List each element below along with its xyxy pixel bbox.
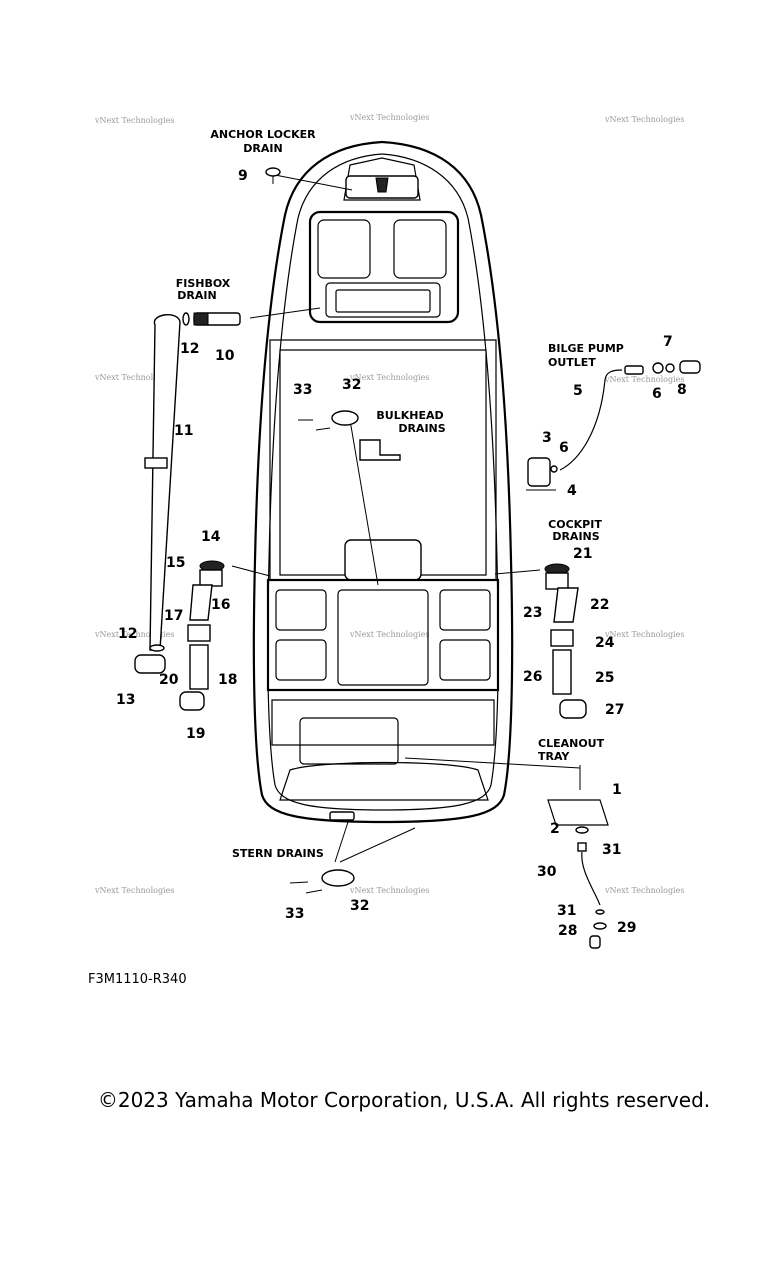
- part-number: 23: [523, 605, 542, 621]
- part-number: 28: [558, 923, 577, 939]
- part-number: 30: [537, 864, 557, 880]
- part-number: 21: [573, 546, 592, 562]
- part-number: 10: [215, 348, 235, 364]
- cleanout-tray-label: TRAY: [538, 750, 570, 763]
- part-number: 18: [218, 672, 237, 688]
- part-number: 11: [174, 423, 193, 439]
- part-9-screw: [265, 167, 281, 184]
- fishbox-drain-label: FISHBOX: [176, 277, 231, 290]
- fishbox-drain-assembly: [134, 312, 241, 674]
- bulkhead-drains-label: BULKHEAD: [376, 409, 443, 422]
- callout-labels: ANCHOR LOCKER DRAIN FISHBOX DRAIN BILGE …: [176, 128, 624, 860]
- part-number: 32: [350, 898, 369, 914]
- part-number: 12: [118, 626, 137, 642]
- part-number: 2: [550, 821, 560, 837]
- leader-lines: [231, 174, 581, 863]
- part-number: 1: [612, 782, 622, 798]
- part-number: 5: [573, 383, 583, 399]
- part-number: 29: [617, 920, 636, 936]
- watermark: vNext Technologies: [604, 375, 684, 384]
- watermark: vNext Technologies: [94, 886, 174, 895]
- bilge-pump-assembly: [526, 360, 701, 491]
- part-number: 31: [557, 903, 576, 919]
- right-cockpit-drain-assembly: [544, 563, 587, 719]
- watermark: vNext Technologies: [349, 630, 429, 639]
- watermark: vNext Technologies: [604, 115, 684, 124]
- watermarks: vNext Technologies vNext Technologies vN…: [94, 113, 684, 895]
- diagram-code: F3M1110-R340: [88, 972, 187, 987]
- part-number: 24: [595, 635, 615, 651]
- watermark: vNext Technologies: [349, 113, 429, 122]
- part-number: 32: [342, 377, 361, 393]
- stern-drains-label: STERN DRAINS: [232, 847, 324, 860]
- boat-hull: [252, 140, 514, 824]
- part-number: 33: [293, 382, 312, 398]
- watermark: vNext Technologies: [604, 886, 684, 895]
- watermark: vNext Technologies: [94, 116, 174, 125]
- stern-drain: [289, 869, 355, 894]
- cockpit-drains-label: COCKPIT: [548, 518, 602, 531]
- part-number: 31: [602, 842, 621, 858]
- part-number: 25: [595, 670, 614, 686]
- watermark: vNext Technologies: [94, 630, 174, 639]
- watermark: vNext Technologies: [349, 373, 429, 382]
- part-number: 19: [186, 726, 205, 742]
- bilge-pump-label: OUTLET: [548, 356, 596, 369]
- part-number: 15: [166, 555, 185, 571]
- watermark: vNext Technologies: [94, 373, 174, 382]
- part-number: 33: [285, 906, 304, 922]
- part-number: 17: [164, 608, 183, 624]
- cockpit-drains-label: DRAINS: [552, 530, 599, 543]
- part-number: 20: [159, 672, 179, 688]
- part-number: 26: [523, 669, 542, 685]
- part-number: 9: [238, 168, 248, 184]
- part-number: 22: [590, 597, 609, 613]
- part-number: 12: [180, 341, 199, 357]
- part-number: 3: [542, 430, 552, 446]
- bulkhead-drains-label: DRAINS: [398, 422, 445, 435]
- part-number: 8: [677, 382, 687, 398]
- cleanout-tray-assembly: [547, 765, 609, 949]
- copyright-notice: ©2023 Yamaha Motor Corporation, U.S.A. A…: [97, 1088, 711, 1112]
- fishbox-drain-label: DRAIN: [177, 289, 216, 302]
- parts-diagram: vNext Technologies vNext Technologies vN…: [94, 113, 701, 949]
- bilge-pump-label: BILGE PUMP: [548, 342, 624, 355]
- watermark: vNext Technologies: [604, 630, 684, 639]
- part-number: 4: [567, 483, 577, 499]
- left-cockpit-drain-assembly: [179, 560, 225, 711]
- part-number: 13: [116, 692, 135, 708]
- part-numbers: 9 12 10 11 12 13 14 15 16 17 18 19 20 33…: [116, 168, 687, 939]
- cleanout-tray-label: CLEANOUT: [538, 737, 605, 750]
- part-number: 6: [559, 440, 569, 456]
- part-number: 16: [211, 597, 230, 613]
- watermark: vNext Technologies: [349, 886, 429, 895]
- anchor-locker-label: DRAIN: [243, 142, 282, 155]
- anchor-locker-label: ANCHOR LOCKER: [210, 128, 316, 141]
- part-number: 6: [652, 386, 662, 402]
- part-number: 7: [663, 334, 673, 350]
- part-number: 27: [605, 702, 624, 718]
- part-number: 14: [201, 529, 221, 545]
- bulkhead-drain: [298, 410, 401, 461]
